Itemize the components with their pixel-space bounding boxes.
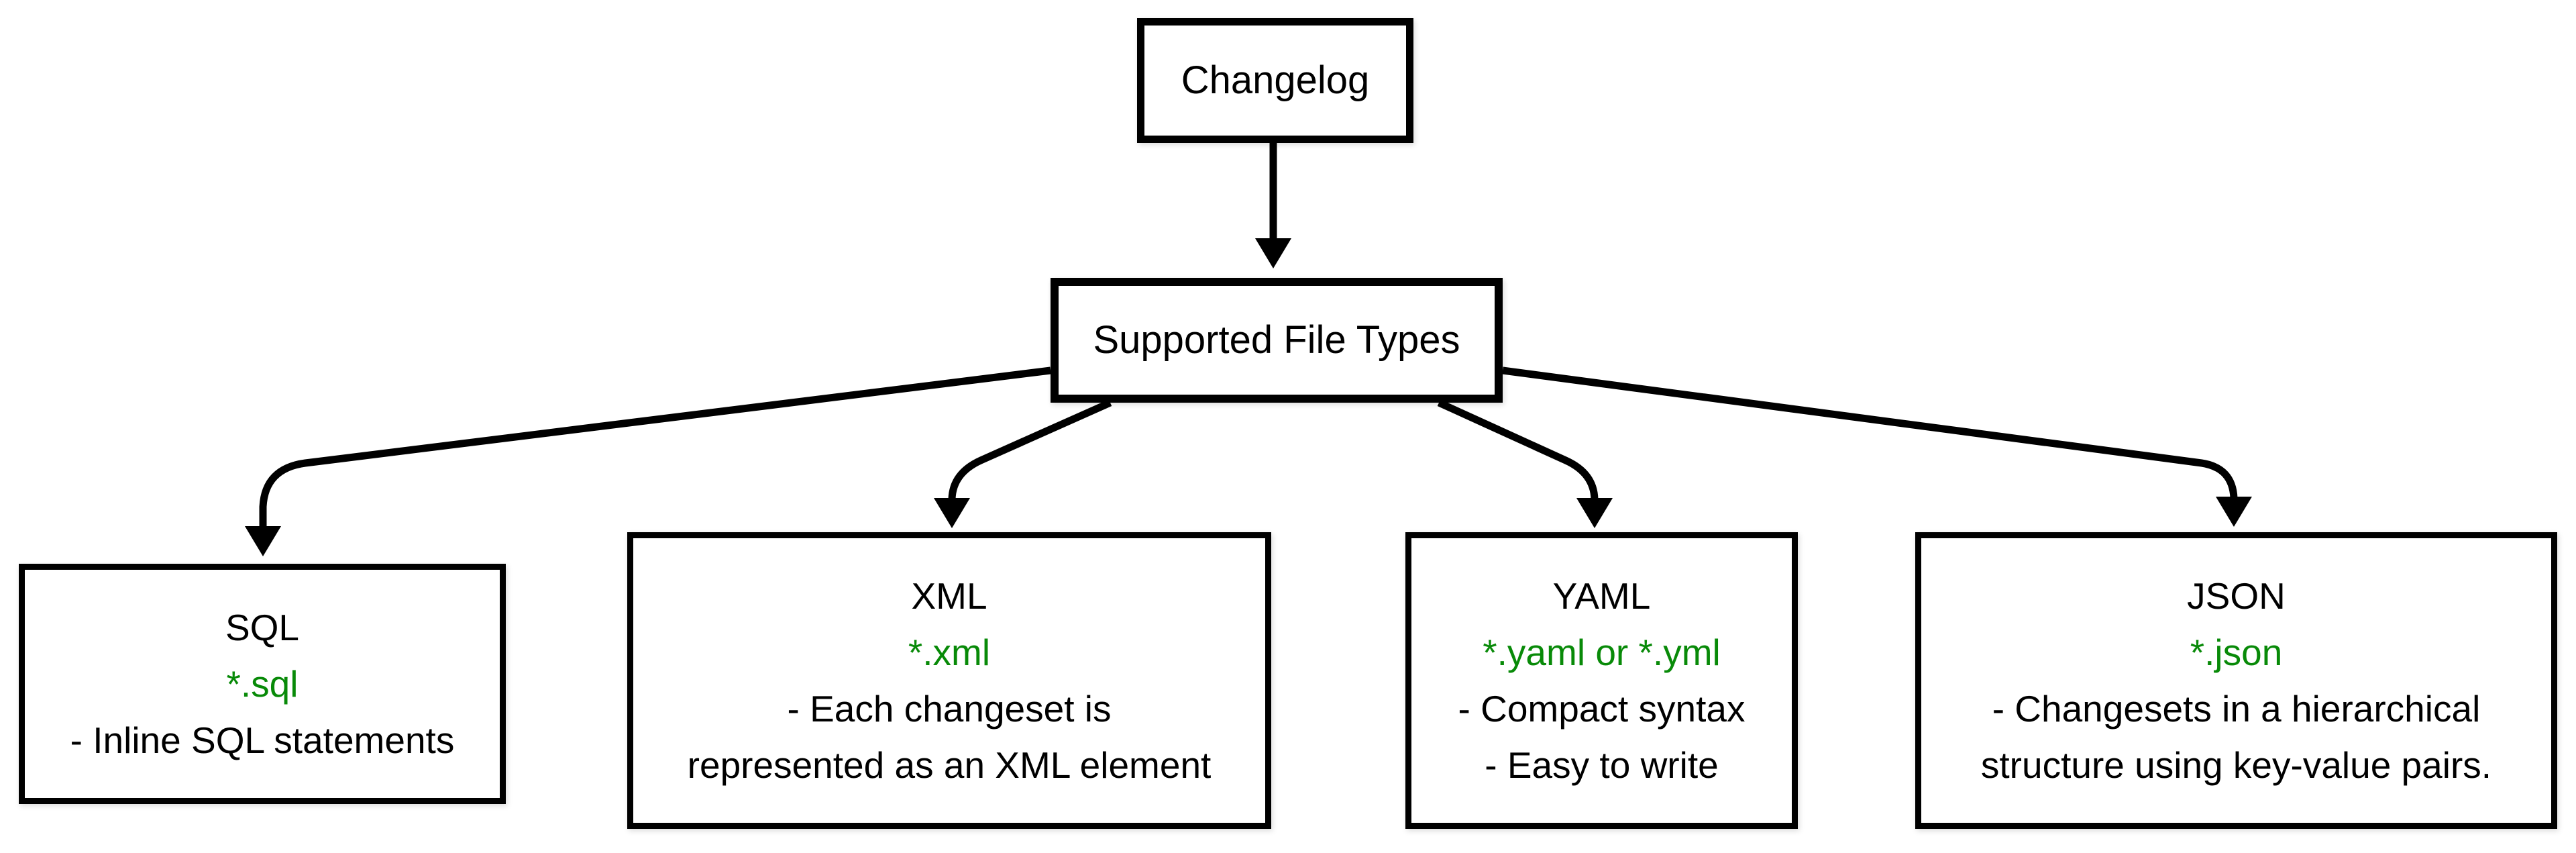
xml-file-pattern: *.xml xyxy=(908,632,991,673)
xml-desc-line: - Each changeset is xyxy=(787,688,1112,730)
json-title: JSON xyxy=(2187,575,2286,617)
edge-hub-xml xyxy=(948,399,1112,500)
yaml-desc-line: - Easy to write xyxy=(1485,744,1719,786)
json-file-pattern: *.json xyxy=(2190,632,2283,673)
node-changelog-label: Changelog xyxy=(1181,58,1370,102)
node-sql: SQL *.sql - Inline SQL statements xyxy=(19,564,506,804)
yaml-title: YAML xyxy=(1552,575,1651,617)
xml-desc-line: represented as an XML element xyxy=(687,744,1212,786)
yaml-desc-line: - Compact syntax xyxy=(1458,688,1746,730)
json-desc-line: - Changesets in a hierarchical xyxy=(1992,688,2481,730)
yaml-file-pattern: *.yaml or *.yml xyxy=(1483,632,1721,673)
node-supported-file-types: Supported File Types xyxy=(1051,278,1503,403)
arrowhead-hub xyxy=(1255,238,1291,268)
arrowhead-yaml xyxy=(1576,498,1613,528)
edge-hub-yaml xyxy=(1437,399,1599,500)
xml-title: XML xyxy=(911,575,987,617)
node-changelog: Changelog xyxy=(1137,18,1413,143)
json-desc-line: structure using key-value pairs. xyxy=(1980,744,2492,786)
edge-hub-sql xyxy=(259,366,1051,528)
node-yaml: YAML *.yaml or *.yml - Compact syntax - … xyxy=(1405,532,1798,829)
node-json: JSON *.json - Changesets in a hierarchic… xyxy=(1915,532,2557,829)
sql-file-pattern: *.sql xyxy=(226,663,299,705)
edge-hub-json xyxy=(1502,366,2238,499)
arrowhead-json xyxy=(2216,497,2252,527)
node-hub-label: Supported File Types xyxy=(1093,318,1460,362)
sql-desc-line: - Inline SQL statements xyxy=(70,719,455,761)
arrowhead-xml xyxy=(934,498,970,528)
arrowhead-sql xyxy=(245,526,281,556)
sql-title: SQL xyxy=(225,607,300,648)
node-xml: XML *.xml - Each changeset is represente… xyxy=(627,532,1271,829)
